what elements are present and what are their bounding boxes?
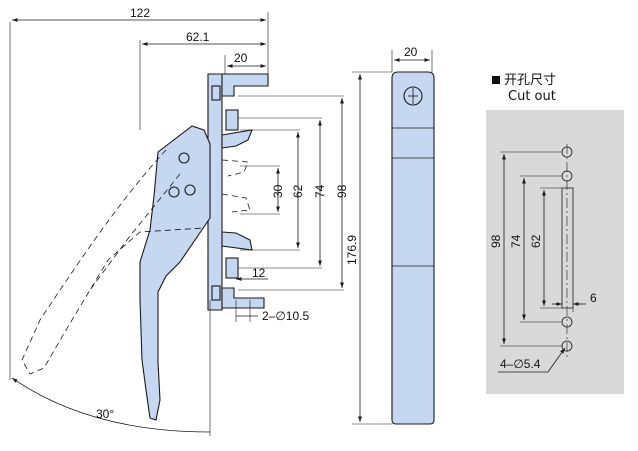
boss-bottom [211,285,221,301]
bottom-bracket [221,287,265,309]
front-body [391,71,435,425]
cut-dim-98: 98 [489,234,503,248]
screw-top [225,109,239,131]
slot [561,187,574,309]
latch-handle [139,125,211,421]
cutout-panel [486,110,624,394]
screw-bottom [225,257,239,279]
dim-176-9: 176.9 [345,235,359,265]
dim-angle: 30° [96,407,114,421]
cutout-title-en: Cut out [508,89,556,104]
cut-dim-6: 6 [590,291,597,305]
dim-98: 98 [335,184,349,198]
front-view: 20 176.9 [345,45,435,425]
dim-12: 12 [252,266,266,280]
dim-62-1: 62.1 [186,30,210,44]
dim-30: 30 [271,184,285,198]
handle-pin [184,184,196,196]
cut-dim-74: 74 [509,234,523,248]
dim-20-top: 20 [234,51,248,65]
cut-dim-holes: 4–∅5.4 [500,357,541,371]
mounting-plate [207,73,223,311]
boss-top [211,85,221,101]
pivot-hole [178,152,190,164]
hook-claw-upper [221,129,253,149]
dim-74: 74 [313,184,327,198]
cutout-view: 开孔尺寸 Cut out 98 74 62 6 4–∅5.4 [486,73,624,394]
dim-20-front: 20 [404,45,418,59]
dim-122: 122 [130,6,150,20]
dim-62: 62 [291,184,305,198]
side-view: 122 62.1 20 30° [9,6,349,436]
cut-dim-62: 62 [529,234,543,248]
hook-claw-lower [221,231,253,251]
cutout-title-cn: 开孔尺寸 [504,73,556,88]
handle-pin-2 [168,186,180,198]
bullet-square-icon [492,76,500,84]
top-bracket [221,73,269,97]
dim-holes-side: 2–∅10.5 [262,309,309,323]
